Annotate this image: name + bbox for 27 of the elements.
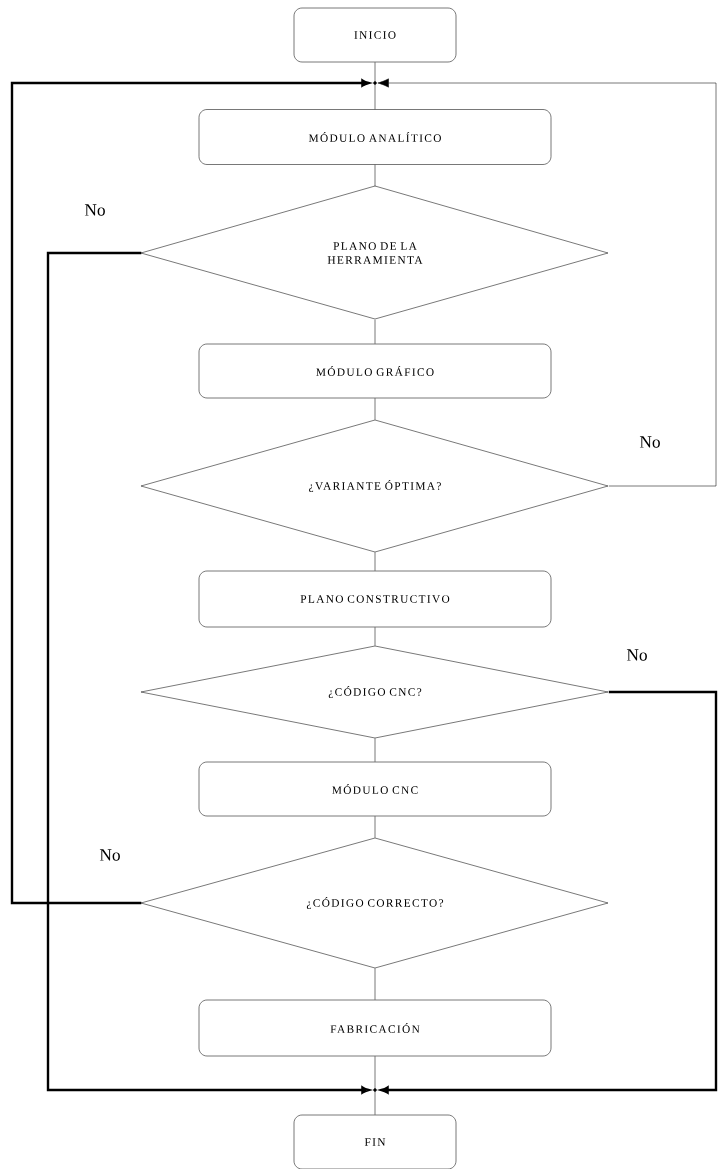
- connector-line: [374, 552, 376, 571]
- connector-line: [374, 1056, 376, 1089]
- process-box: MÓDULO GRÁFICO: [198, 343, 552, 399]
- edge-label: No: [98, 847, 122, 863]
- connector-line: [374, 319, 376, 344]
- process-box: INICIO: [293, 7, 457, 63]
- process-box: MÓDULO CNC: [198, 761, 552, 817]
- edge-label: No: [638, 434, 662, 450]
- arrow: [10, 79, 370, 905]
- process-box: FABRICACIÓN: [198, 999, 552, 1057]
- connector-line: [374, 164, 376, 187]
- edge-label: No: [83, 202, 107, 218]
- connector-line: [374, 627, 376, 646]
- connector-line: [374, 84, 376, 110]
- connector-line: [374, 816, 376, 838]
- connector-line: [374, 738, 376, 762]
- arrow: [377, 78, 717, 487]
- process-box: PLANO CONSTRUCTIVO: [198, 570, 552, 628]
- edge-label: No: [625, 647, 649, 663]
- connector-line: [374, 62, 376, 82]
- connector-line: [374, 968, 376, 1000]
- arrow: [380, 690, 718, 1094]
- connector-line: [374, 398, 376, 420]
- process-box: MÓDULO ANALÍTICO: [198, 109, 552, 165]
- arrow: [46, 251, 370, 1094]
- process-box: FIN: [293, 1114, 457, 1169]
- connector-line: [374, 1091, 376, 1115]
